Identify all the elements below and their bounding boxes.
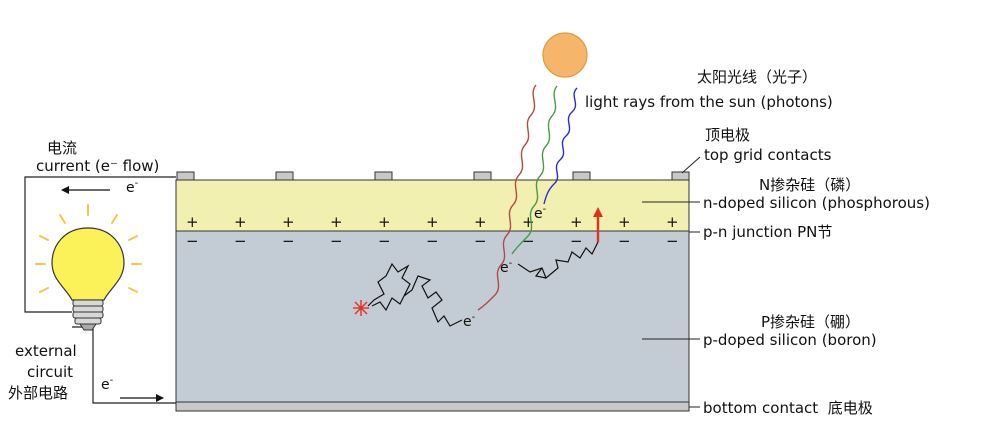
p-layer-label-en: p-doped silicon (boron) xyxy=(703,331,877,349)
electron-path-1b xyxy=(371,295,405,312)
electron-label: e- xyxy=(534,204,547,222)
minus-sign: − xyxy=(474,232,487,250)
n-doped-layer xyxy=(175,179,690,232)
plus-sign: + xyxy=(282,213,295,231)
electron-path-1 xyxy=(367,262,463,327)
minus-sign: − xyxy=(378,232,391,250)
electron-path-2 xyxy=(517,241,599,279)
minus-sign: − xyxy=(330,232,343,250)
external-circuit-label-cn: 外部电路 xyxy=(8,384,68,402)
plus-sign: + xyxy=(474,213,487,231)
plus-sign: + xyxy=(570,213,583,231)
current-label-cn: 电流 xyxy=(47,139,77,157)
photon-ray-blue xyxy=(543,87,578,205)
minus-sign: − xyxy=(426,232,439,250)
plus-sign: + xyxy=(378,213,391,231)
n-layer-label-en: n-doped silicon (phosphorous) xyxy=(703,194,930,212)
electron-label: e- xyxy=(500,258,513,276)
sun-icon xyxy=(542,32,588,78)
plus-sign: + xyxy=(186,213,199,231)
p-layer-label-cn: P掺杂硅（硼） xyxy=(761,313,860,331)
sun-label-cn: 太阳光线（光子） xyxy=(697,68,817,86)
current-label-en: current (e⁻ flow) xyxy=(36,157,159,175)
plus-sign: + xyxy=(426,213,439,231)
electron-label: e- xyxy=(463,312,476,330)
top-contacts-label-en: top grid contacts xyxy=(704,146,832,164)
n-layer-label-cn: N掺杂硅（磷） xyxy=(759,176,860,194)
electron-label: e- xyxy=(101,375,114,393)
plus-sign: + xyxy=(666,213,679,231)
minus-signs: − − − − − − − − − − − xyxy=(186,232,679,250)
bottom-contact-label: bottom contact 底电极 xyxy=(703,399,873,417)
minus-sign: − xyxy=(618,232,631,250)
minus-sign: − xyxy=(666,232,679,250)
top-contacts-label-cn: 顶电极 xyxy=(705,126,750,144)
light-bulb-icon xyxy=(35,204,142,331)
photon-ray-green xyxy=(511,85,558,255)
plus-sign: + xyxy=(330,213,343,231)
minus-sign: − xyxy=(186,232,199,250)
plus-sign: + xyxy=(618,213,631,231)
top-grid-contacts xyxy=(176,171,690,181)
minus-sign: − xyxy=(234,232,247,250)
p-doped-layer xyxy=(175,230,690,403)
electron-path-2b xyxy=(534,267,547,279)
plus-sign: + xyxy=(522,213,535,231)
plus-sign: + xyxy=(234,213,247,231)
electron-label: e- xyxy=(126,178,139,196)
photon-ray-red xyxy=(477,84,537,311)
bottom-contact xyxy=(175,401,690,412)
pn-junction-label: p-n junction PN节 xyxy=(703,223,832,241)
leader-lines xyxy=(642,156,701,408)
minus-sign: − xyxy=(570,232,583,250)
recombination-burst-icon xyxy=(353,300,369,316)
minus-sign: − xyxy=(282,232,295,250)
external-circuit-label-2: circuit xyxy=(27,363,73,381)
minus-sign: − xyxy=(522,232,535,250)
sun-label-en: light rays from the sun (photons) xyxy=(585,93,833,111)
external-circuit-label-1: external xyxy=(15,342,77,360)
